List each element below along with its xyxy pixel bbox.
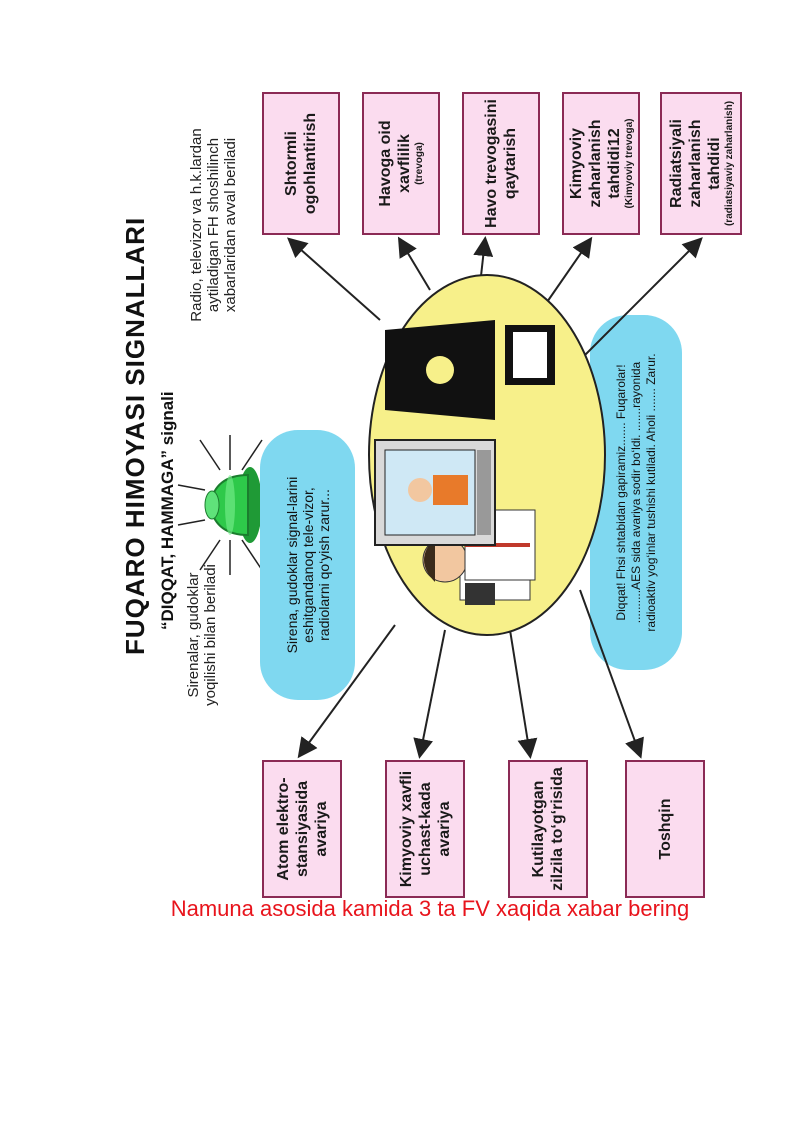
box-atom-station-accident: Atom elektro-stansiyasida avariya [262, 760, 342, 898]
box-storm-warning: Shtormli ogohlantirish [262, 92, 340, 235]
radio-illustration [385, 320, 555, 420]
box-air-alarm-cancel: Havo trevogasini qaytarish [462, 92, 540, 235]
box-earthquake-warning: Kutilayotgan zilzila to‘g‘risida [508, 760, 588, 898]
central-ellipse [368, 274, 606, 636]
box-label: Atom elektro-stansiyasida avariya [274, 777, 330, 881]
box-sublabel: (Kimyoviy trevoga) [623, 118, 635, 209]
box-label: Havo trevogasini qaytarish [483, 99, 519, 228]
box-label: Toshqin [656, 798, 674, 860]
box-chemical-accident: Kimyoviy xavfli uchast-kada avariya [385, 760, 465, 898]
box-sublabel: (radiatsiyaviy zaharlanish) [723, 100, 735, 227]
siren-illustration [177, 435, 263, 575]
rotated-diagram: FUQARO HIMOYASI SIGNALLARI “DIQQAT, HAMM… [100, 85, 770, 898]
box-air-danger: Havoga oid xavflilik (trevoga) [362, 92, 440, 235]
box-label: Shtormli ogohlantirish [283, 112, 319, 215]
box-sublabel: (trevoga) [414, 142, 425, 185]
box-flood: Toshqin [625, 760, 705, 898]
arrows-layer [287, 236, 703, 759]
task-caption: Namuna asosida kamida 3 ta FV xaqida xab… [170, 896, 690, 921]
box-label: Kimyoviy xavfli uchast-kada avariya [397, 770, 453, 888]
box-radiation-threat: Radiatsiyali zaharlanish tahdidi (radiat… [660, 92, 742, 235]
box-chemical-threat: Kimyoviy zaharlanish tahdidi12 (Kimyoviy… [562, 92, 640, 235]
box-label: Kutilayotgan zilzila to‘g‘risida [530, 767, 566, 891]
box-label: Radiatsiyali zaharlanish tahdidi [667, 119, 723, 208]
box-label: Kimyoviy zaharlanish tahdidi12 [567, 119, 623, 208]
tv-illustration [374, 439, 496, 546]
box-label: Havoga oid xavflilik [377, 120, 413, 207]
